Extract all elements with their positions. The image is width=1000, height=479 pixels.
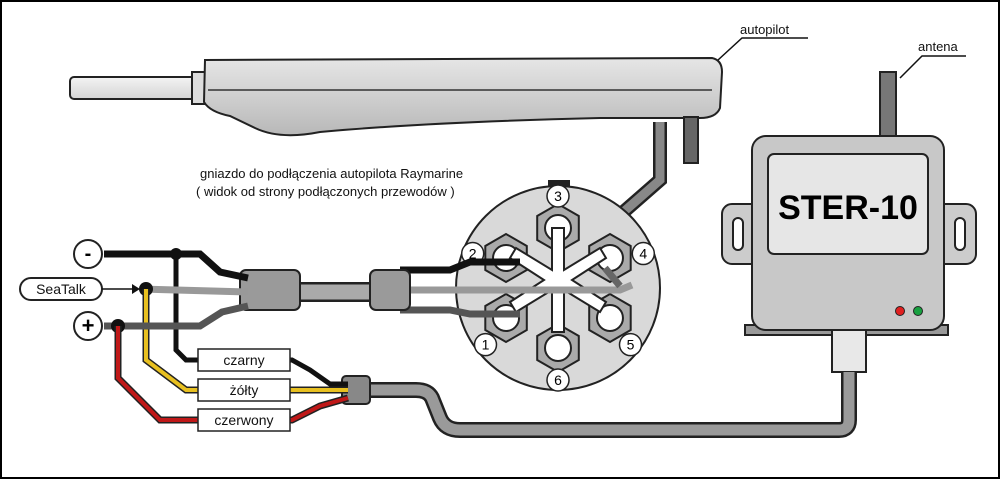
pin-number-6: 6	[554, 372, 562, 388]
pin-number-4: 4	[639, 246, 647, 262]
pin-number-circle-3	[546, 184, 570, 208]
pin-number-1: 1	[482, 337, 490, 353]
cable-sleeve-right	[369, 269, 411, 311]
terminal-minus	[73, 239, 103, 269]
wire-label-red: czerwony	[214, 412, 273, 428]
autopilot-label: autopilot	[740, 22, 790, 37]
wire-minus	[104, 250, 249, 282]
pin-number-5: 5	[627, 337, 635, 353]
wire-seatalk	[139, 285, 249, 296]
device-label-panel	[767, 153, 929, 255]
pin-number-circle-6	[546, 368, 570, 392]
autopilot-body	[202, 56, 724, 137]
pin-number-2: 2	[469, 246, 477, 262]
socket-pin-hole-5	[595, 304, 624, 332]
autopilot-actuator	[69, 56, 724, 164]
autopilot-leader	[717, 37, 808, 61]
wire-label-yellow: żółty	[230, 382, 259, 398]
device-name: STER-10	[778, 189, 918, 227]
device-cable-gland	[831, 329, 867, 373]
ster-10-device: STER-10	[721, 71, 977, 373]
cable-sleeve-left	[239, 269, 301, 311]
terminal-plus	[73, 311, 103, 341]
socket-wire-dark	[400, 306, 520, 318]
socket-wire-black	[400, 258, 520, 274]
autopilot-rod	[69, 76, 211, 100]
wire-plus	[104, 302, 249, 330]
antenna-leader	[899, 55, 966, 79]
antenna-label: antena	[918, 39, 959, 54]
led-red-indicator	[895, 306, 905, 316]
pin-number-circle-1	[473, 332, 498, 357]
seatalk-label: SeaTalk	[36, 281, 87, 297]
socket-wire-grey	[400, 281, 634, 294]
autopilot-cable	[617, 122, 665, 219]
socket-star	[508, 227, 608, 333]
wire-black-branch	[173, 254, 348, 387]
pin-number-circle-4	[631, 241, 656, 266]
socket-wire-pin4	[602, 265, 623, 289]
wire-label-black: czarny	[223, 352, 264, 368]
socket-caption-line1: gniazdo do podłączenia autopilota Raymar…	[200, 166, 463, 181]
led-green-indicator	[913, 306, 923, 316]
terminal-plus-label: +	[82, 313, 95, 338]
wire-box-red	[197, 408, 291, 432]
socket-caption-line2: ( widok od strony podłączonych przewodów…	[196, 184, 455, 199]
wire-box-yellow	[197, 378, 291, 402]
main-cable	[368, 372, 855, 436]
autopilot-bracket	[683, 116, 699, 164]
wire-box-black	[197, 348, 291, 372]
antenna-rod	[879, 71, 897, 143]
pin-number-3: 3	[554, 188, 562, 204]
pin-number-circle-5	[618, 332, 643, 357]
socket-pin-hole-6	[544, 334, 572, 362]
terminal-minus-label: -	[85, 243, 92, 265]
